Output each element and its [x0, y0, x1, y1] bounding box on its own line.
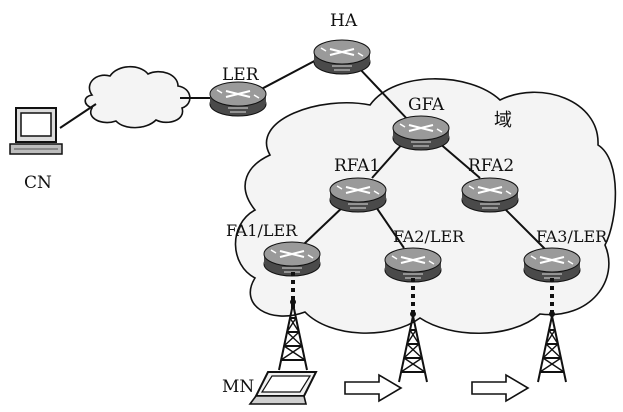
domain-cloud-icon: [234, 78, 617, 335]
label-fa3: FA3/LER: [536, 227, 608, 246]
router-icon-fa3: [523, 247, 581, 283]
router-icon-fa2: [384, 247, 442, 283]
label-fa1: FA1/LER: [226, 221, 298, 240]
router-icon-gfa: [392, 115, 450, 151]
right-arrow-icon-1: [344, 374, 402, 402]
link-ler-ha: [251, 56, 323, 95]
label-fa2: FA2/LER: [393, 227, 465, 246]
router-icon-rfa1: [329, 177, 387, 213]
link-gfa-rfa2: [437, 141, 481, 179]
link-cn-cloud: [59, 103, 97, 129]
router-icon-ler: [209, 81, 267, 117]
link-ha-gfa: [357, 66, 411, 123]
label-rfa1: RFA1: [334, 156, 380, 176]
label-ha: HA: [330, 11, 358, 31]
laptop-icon: [248, 371, 318, 405]
radio-tower-icon-3: [537, 310, 567, 383]
internet-cloud-icon: [84, 65, 191, 129]
label-mn: MN: [222, 377, 254, 397]
right-arrow-icon-2: [471, 374, 529, 402]
router-icon-fa1: [263, 241, 321, 277]
link-rfa2-fa3: [499, 203, 547, 251]
link-rfa1-fa1: [303, 203, 347, 245]
desktop-computer-icon: [9, 107, 63, 155]
label-cn: CN: [24, 173, 52, 193]
link-gfa-rfa1: [371, 141, 405, 179]
label-ler: LER: [222, 65, 260, 85]
router-icon-ha: [313, 39, 371, 75]
label-domain: 域: [494, 110, 512, 131]
label-rfa2: RFA2: [468, 156, 514, 176]
router-icon-rfa2: [461, 177, 519, 213]
label-gfa: GFA: [408, 95, 445, 115]
link-rfa1-fa2: [373, 203, 405, 249]
